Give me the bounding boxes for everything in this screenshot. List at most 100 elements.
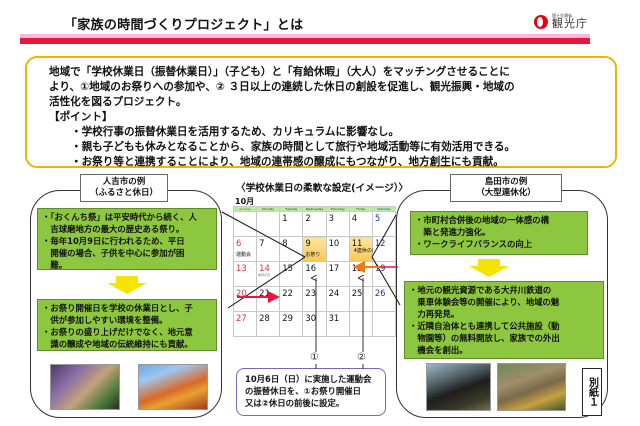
day-number: 14 [259, 263, 270, 273]
points-heading: 【ポイント】 [49, 111, 113, 123]
festival-dance-photo [50, 364, 120, 410]
left-case-after-box: ・お祭り開催日を学校の休業日とし、子 供が参加しやすい環境を整備。 ・お祭りの盛… [37, 299, 217, 351]
left-before-line: ・「おくんち祭」は平安時代から続く、人 [42, 212, 197, 222]
calendar-day: 7 [256, 236, 281, 262]
logo-name: 観光庁 [552, 17, 588, 30]
calendar-day: 6 運動会 [232, 236, 258, 262]
right-case-before-box: ・市町村合併後の地域の一体感の構 築と発進力強化。 ・ワークライフバランスの向上 [410, 211, 588, 255]
festival-float-photo [138, 364, 208, 410]
right-case-after-box: ・地元の観光資源である大井川鉄道の 乗車体験会等の開催により、地域の魅 力再発見… [404, 281, 604, 359]
marker-two: ② [357, 352, 366, 363]
right-after-line: ・地元の観光資源である大井川鉄道の [409, 285, 552, 295]
calendar-day [371, 311, 397, 337]
calendar-day: 30 [302, 311, 327, 337]
agency-logo: 国土交通省 観光庁 [534, 14, 588, 29]
calendar-week: 20 21 22 23 24 25 26 [232, 286, 397, 312]
holiday-note: 体育の日 [258, 273, 271, 277]
calendar-day: 4 [348, 211, 373, 237]
calendar-day: 31 [325, 311, 350, 337]
calendar-day: 29 [279, 311, 304, 337]
right-before-line: 築と発進力強化。 [415, 227, 491, 237]
left-after-line: 識の醸成や地域の伝統維持にも貢献。 [42, 339, 193, 349]
callout-line: の振替休日を、①お祭り開催日 [245, 386, 361, 396]
calendar-day: 8 [279, 236, 304, 262]
left-before-line: 吉球磨地方の最大の歴史ある祭り。 [42, 224, 185, 234]
calendar-day: 5 [371, 211, 397, 237]
left-case-city: 人吉市の例 [102, 177, 146, 187]
intro-box: 地域で「学校休業日（振替休業日）」（子ども）と「有給休暇」（大人）をマッチングさ… [25, 56, 617, 168]
left-after-line: ・お祭りの盛り上げだけでなく、地元意 [42, 327, 193, 337]
calendar-day: 19 [371, 261, 397, 287]
calendar-day [348, 311, 373, 337]
right-after-line: 物園等）の無料開放し、家族での外出 [409, 333, 560, 343]
intro-line: より、①地域のお祭りへの参加や、② ３日以上の連続した休日の創設を促進し、観光振… [49, 81, 515, 93]
calendar-day: 21 [256, 286, 281, 312]
right-after-line: 機会を創出。 [409, 345, 468, 355]
calendar-day: 15 [279, 261, 304, 287]
calendar-day: 3 [325, 211, 350, 237]
right-case-city: 島田市の例 [484, 177, 528, 187]
right-case-type: （大型連休化） [476, 188, 536, 198]
omatsuri-note: お祭り [305, 252, 321, 258]
calendar-day: 26 [371, 286, 397, 312]
calendar-day: 2 [302, 211, 327, 237]
right-down-arrow-icon [469, 266, 509, 277]
calendar-day: 20 [232, 286, 258, 312]
calendar-month: 10月 [235, 197, 255, 206]
marker-one: ① [310, 352, 319, 363]
logo-subtitle: 国土交通省 [552, 13, 572, 18]
attachment-tag: 別紙１ [582, 368, 602, 416]
right-before-line: ・ワークライフバランスの向上 [415, 239, 533, 249]
calendar-day [232, 211, 258, 237]
day-number: 9 [305, 238, 311, 248]
left-down-arrow-icon [107, 283, 147, 294]
left-down-arrow-stem [116, 276, 138, 283]
calendar-day: 18 [348, 261, 373, 287]
calendar-day [256, 211, 281, 237]
calendar-day-festival: 9 お祭り [302, 236, 327, 262]
calendar-day: 22 [279, 286, 304, 312]
logo-circle-icon [534, 14, 548, 29]
callout-line: 又は②休日の前後に設定。 [245, 398, 345, 408]
calendar-day: 1 [279, 211, 304, 237]
calendar-day: 16 [302, 261, 327, 287]
calendar-day: 13 [232, 261, 258, 287]
page-title: 「家族の時間づくりプロジェクト」とは [64, 18, 304, 33]
calendar-callout: 10月6日（日）に実施した運動会 の振替休日を、①お祭り開催日 又は②休日の前後… [236, 368, 386, 416]
left-after-line: ・お祭り開催日を学校の休業日とし、子 [42, 303, 193, 313]
day-number: 11 [351, 238, 363, 248]
steam-locomotive-photo [426, 363, 491, 411]
left-before-line: 難。 [42, 260, 68, 270]
right-after-line: ・近隣自治体とも連携して公共施設（動 [409, 321, 560, 331]
intro-line: 活性化を図るプロジェクト。 [49, 96, 187, 108]
undoukai-note: 運動会 [236, 252, 252, 258]
calendar-day: 24 [325, 286, 350, 312]
calendar-day: 23 [302, 286, 327, 312]
left-before-line: 開催の場合、子供を中心に参加が困 [42, 248, 185, 258]
header-band-red [20, 38, 590, 44]
left-case-type: （ふるさと休日） [89, 188, 158, 198]
point-item: ・お祭り等と連携することにより、地域の連帯感の醸成にもつながり、地方創生にも貢献… [71, 156, 504, 168]
renkyu-note: 4連休の創出 [353, 248, 382, 254]
intro-line: 地域で「学校休業日（振替休業日）」（子ども）と「有給休暇」（大人）をマッチングさ… [49, 66, 510, 78]
right-after-line: 乗車体験会等の開催により、地域の魅 [409, 297, 560, 307]
calendar-title: 〈学校休業日の柔軟な設定(イメージ）〉 [236, 183, 409, 194]
right-down-arrow-stem [478, 259, 500, 266]
right-after-line: 力再発見。 [409, 309, 460, 319]
calendar-day: 12 [371, 236, 397, 262]
left-case-label: 人吉市の例 （ふるさと休日） [80, 174, 168, 202]
calendar-week: 27 28 29 30 31 [232, 311, 397, 337]
calendar-grid: Sunday Monday Tuesday Wednesday Thursday… [232, 206, 397, 337]
right-before-line: ・市町村合併後の地域の一体感の構 [415, 215, 549, 225]
calendar-day: 17 [325, 261, 350, 287]
day-number: 6 [236, 238, 242, 248]
calendar-day: 10 [325, 236, 350, 262]
calendar-day: 25 [348, 286, 373, 312]
right-case-label: 島田市の例 （大型連休化） [450, 174, 562, 202]
calendar-day: 28 [256, 311, 281, 337]
callout-line: 10月6日（日）に実施した運動会 [245, 374, 372, 384]
